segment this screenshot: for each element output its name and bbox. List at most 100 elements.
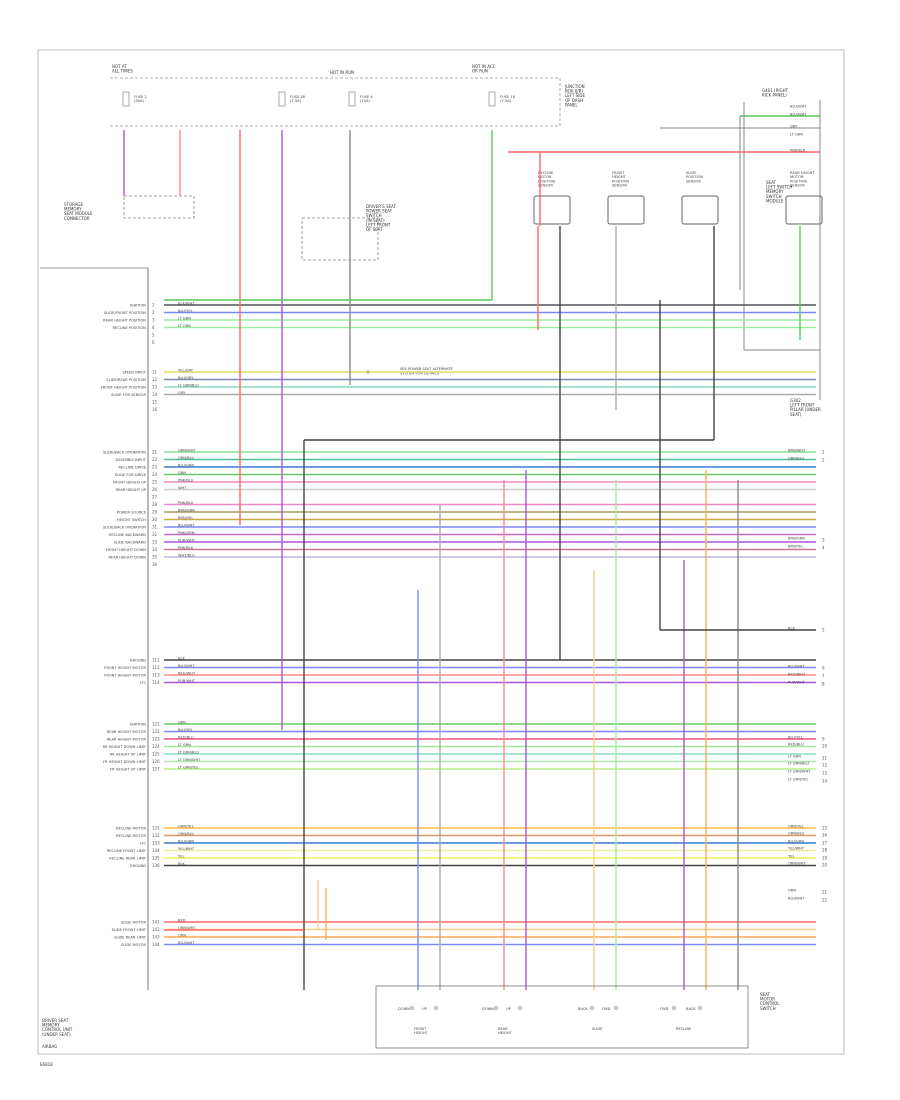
pin-number: 113 <box>152 673 160 678</box>
wire-color-label: ORN/YEL <box>178 825 194 829</box>
pin-function: SLIDE FOR SENSOR <box>111 393 146 397</box>
right-wire-label: LT GRN <box>788 755 801 759</box>
pin-number: 126 <box>152 759 160 764</box>
right-wire-label: ORN/BLU <box>788 832 805 836</box>
wire-color-label: WHT/BLU <box>178 554 195 558</box>
pin-number: 121 <box>152 722 160 727</box>
right-top-wire-label: BLU/WHT <box>790 113 807 117</box>
wire-color-label: BLU/WHT <box>178 941 195 945</box>
wire-color-label: RED/BLU <box>178 736 194 740</box>
right-wire-label: BLU/GRN <box>788 840 804 844</box>
pin-number: 1 <box>152 303 155 308</box>
pin-function: LTC <box>140 842 146 846</box>
right-pin-number: 22 <box>822 898 828 903</box>
pin-function: SLIDE MOTOR <box>121 921 146 925</box>
label-hot-run: HOT IN RUN <box>330 70 354 75</box>
right-pin-number: 1 <box>822 450 825 455</box>
pin-number: 31 <box>152 525 158 530</box>
pin-number: 21 <box>152 450 158 455</box>
wire-color-label: YEL/GRY <box>178 369 194 373</box>
pin-number: 28 <box>152 502 158 507</box>
right-pin-number: 3 <box>822 538 825 543</box>
pin-number: 141 <box>152 920 160 925</box>
right-wire-label: LT GRN/BLU <box>788 762 809 766</box>
fuse-2: FUSE 28(7.5A) <box>278 91 306 107</box>
wire-color-label: ORN/BLU <box>178 832 195 836</box>
pin-function: GROUND <box>130 864 146 868</box>
wire-color-label: GRN/WHT <box>178 449 196 453</box>
right-wire-label: BLU/WHT <box>788 897 805 901</box>
pin-number: 33 <box>152 540 158 545</box>
pin-number: 132 <box>152 833 160 838</box>
wire-color-label: RED <box>178 919 186 923</box>
fuse-label: FUSE 18(7.5A) <box>500 95 516 103</box>
pin-function: SLIDE/REAR POSITION <box>106 378 146 382</box>
pin-number: 4 <box>152 325 155 330</box>
pin-function: SLIDE FOR DRIVE <box>115 473 147 477</box>
wire-color-label: ORN <box>178 934 186 938</box>
fuse-label: FUSE 4(15A) <box>360 95 373 103</box>
pin-number: 25 <box>152 480 158 485</box>
wire-color-label: GRN <box>178 471 186 475</box>
pin-function: RECLINE FRONT LIMIT <box>107 849 147 853</box>
pin-function: FRONT HEIGHT POSITION <box>101 386 147 390</box>
wire-color-label: LT GRN/BLU <box>178 751 199 755</box>
pin-number: 125 <box>152 752 160 757</box>
right-wire-label: BLK <box>788 627 795 631</box>
pin-function: REAR HEIGHT MOTOR <box>107 730 147 734</box>
pin-function: FRONT HEIGHT MOTOR <box>104 674 146 678</box>
pin-number: 136 <box>152 863 160 868</box>
wire-color-label: GRN/BLU <box>178 456 194 460</box>
switch-position-label: FWD <box>660 1007 669 1011</box>
pin-function: FR HEIGHT DOWN LIMIT <box>103 760 147 764</box>
pin-row: 6 <box>152 340 155 345</box>
pin-function: FRONT HEIGHT DOWN <box>106 548 146 552</box>
pin-number: 16 <box>152 407 158 412</box>
pin-number: 11 <box>152 370 158 375</box>
pin-function: REAR HEIGHT DOWN <box>108 556 146 560</box>
pin-number: 26 <box>152 487 158 492</box>
pin-number: 29 <box>152 510 158 515</box>
pin-row: 15 <box>152 400 158 405</box>
right-pin-number: 11 <box>822 756 828 761</box>
pin-function: IGNITION <box>130 304 147 308</box>
pin-number: 13 <box>152 385 158 390</box>
right-pin-number: 21 <box>822 890 828 895</box>
pin-number: 36 <box>152 562 158 567</box>
wire-color-label: YEL <box>178 855 184 859</box>
right-wire-label: YEL <box>788 855 794 859</box>
pin-number: 142 <box>152 927 160 932</box>
pin-row: 36 <box>152 562 158 567</box>
wire-color-label: BLU/GRY <box>178 376 194 380</box>
pin-function: RECLINE DRIVE <box>119 466 147 470</box>
pin-function: REAR HEIGHT UP <box>115 488 146 492</box>
right-wire-label: LT GRN/YEL <box>788 778 809 782</box>
pin-function: POWER SOURCE <box>117 511 147 515</box>
wire-color-label: LT GRN <box>178 324 191 328</box>
